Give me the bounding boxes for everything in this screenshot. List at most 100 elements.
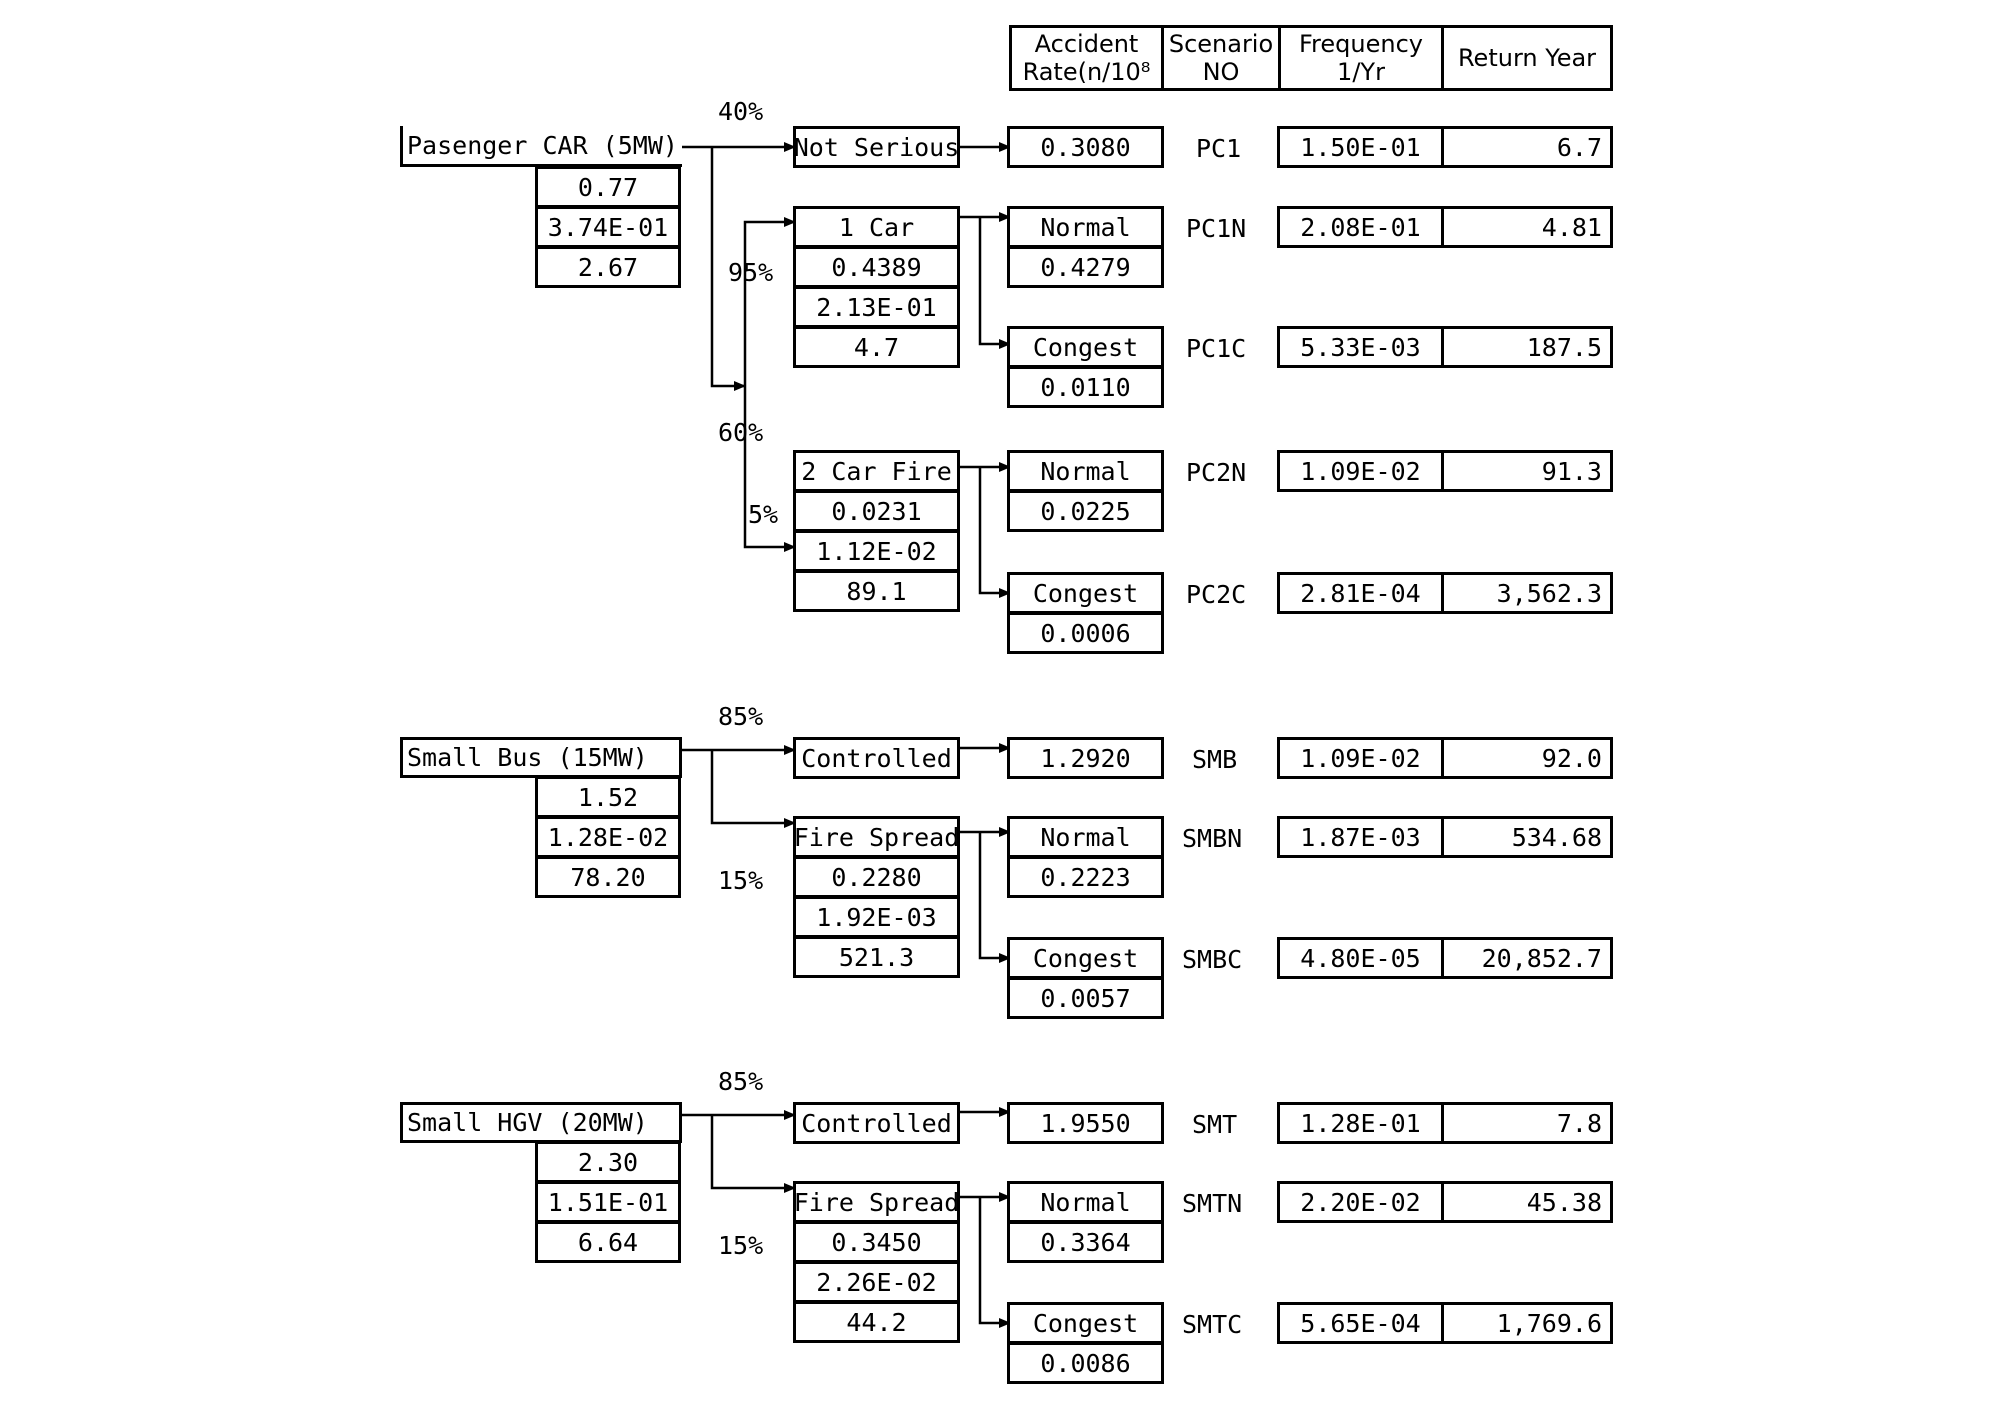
branch-label: Fire Spread — [793, 816, 960, 858]
branch-return: 4.7 — [793, 326, 960, 368]
branch-label: 1 Car — [793, 206, 960, 248]
branch-percent: 85% — [718, 702, 764, 731]
outcome-label: Normal — [1007, 206, 1164, 248]
scenario-return-year: 7.8 — [1441, 1102, 1613, 1144]
source-rate: 1.52 — [535, 776, 681, 818]
branch-percent: 85% — [718, 1067, 764, 1096]
branch-return: 521.3 — [793, 936, 960, 978]
header-accident-rate: Accident Rate(n/10⁸ — [1009, 25, 1164, 91]
connector-smt-fire — [710, 1115, 796, 1193]
branch-rate: 0.3450 — [793, 1221, 960, 1263]
branch-percent: 95% — [728, 258, 774, 287]
branch-label: Not Serious — [793, 126, 960, 168]
source-name: Pasenger CAR (5MW) — [400, 126, 682, 167]
connector-smb-fire — [710, 750, 796, 828]
branch-freq: 1.92E-03 — [793, 896, 960, 938]
scenario-return-year: 6.7 — [1441, 126, 1613, 168]
scenario-return-year: 92.0 — [1441, 737, 1613, 779]
branch-return: 89.1 — [793, 570, 960, 612]
source-freq: 1.28E-02 — [535, 816, 681, 858]
scenario-no: SMBN — [1182, 824, 1243, 853]
source-return: 2.67 — [535, 246, 681, 288]
scenario-frequency: 1.87E-03 — [1277, 816, 1444, 858]
branch-label: Fire Spread — [793, 1181, 960, 1223]
scenario-return-year: 4.81 — [1441, 206, 1613, 248]
source-name: Small HGV (20MW) — [400, 1102, 682, 1143]
header-return-year: Return Year — [1441, 25, 1613, 91]
outcome-label: Normal — [1007, 450, 1164, 492]
connector-pc-1car — [743, 217, 796, 386]
outcome-rate: 0.3364 — [1007, 1221, 1164, 1263]
outcome-rate: 0.4279 — [1007, 246, 1164, 288]
connector-pc2-congest — [978, 467, 1011, 598]
scenario-return-year: 1,769.6 — [1441, 1302, 1613, 1344]
scenario-return-year: 3,562.3 — [1441, 572, 1613, 614]
scenario-frequency: 1.28E-01 — [1277, 1102, 1444, 1144]
branch-label: Controlled — [793, 737, 960, 779]
outcome-rate: 0.0006 — [1007, 612, 1164, 654]
scenario-frequency: 2.20E-02 — [1277, 1181, 1444, 1223]
scenario-no: SMT — [1192, 1110, 1238, 1139]
branch-percent: 5% — [748, 500, 779, 529]
connector-smb-congest — [978, 832, 1011, 963]
source-freq: 3.74E-01 — [535, 206, 681, 248]
header-frequency: Frequency 1/Yr — [1278, 25, 1444, 91]
scenario-no: SMB — [1192, 745, 1238, 774]
branch-percent: 15% — [718, 1231, 764, 1260]
scenario-frequency: 1.09E-02 — [1277, 737, 1444, 779]
outcome-rate: 1.9550 — [1007, 1102, 1164, 1144]
branch-percent: 40% — [718, 97, 764, 126]
scenario-no: PC1C — [1186, 334, 1247, 363]
connector-smt-congest — [978, 1197, 1011, 1328]
branch-return: 44.2 — [793, 1301, 960, 1343]
connector-pc-severe — [710, 147, 746, 391]
connector-pc-2car — [743, 386, 796, 552]
outcome-rate: 0.3080 — [1007, 126, 1164, 168]
scenario-return-year: 91.3 — [1441, 450, 1613, 492]
scenario-no: PC1N — [1186, 214, 1247, 243]
scenario-no: SMTC — [1182, 1310, 1243, 1339]
outcome-label: Congest — [1007, 326, 1164, 368]
source-name: Small Bus (15MW) — [400, 737, 682, 778]
outcome-rate: 0.0057 — [1007, 977, 1164, 1019]
scenario-frequency: 2.81E-04 — [1277, 572, 1444, 614]
outcome-rate: 0.0110 — [1007, 366, 1164, 408]
branch-rate: 0.0231 — [793, 490, 960, 532]
source-rate: 0.77 — [535, 166, 681, 208]
scenario-no: PC2C — [1186, 580, 1247, 609]
outcome-rate: 0.2223 — [1007, 856, 1164, 898]
branch-label: Controlled — [793, 1102, 960, 1144]
branch-freq: 2.13E-01 — [793, 286, 960, 328]
header-scenario-no: Scenario NO — [1161, 25, 1281, 91]
scenario-frequency: 5.65E-04 — [1277, 1302, 1444, 1344]
outcome-rate: 1.2920 — [1007, 737, 1164, 779]
outcome-rate: 0.0225 — [1007, 490, 1164, 532]
scenario-no: SMTN — [1182, 1189, 1243, 1218]
scenario-no: PC2N — [1186, 458, 1247, 487]
branch-percent: 15% — [718, 866, 764, 895]
source-return: 78.20 — [535, 856, 681, 898]
scenario-no: SMBC — [1182, 945, 1243, 974]
source-rate: 2.30 — [535, 1141, 681, 1183]
branch-percent: 60% — [718, 418, 764, 447]
scenario-frequency: 5.33E-03 — [1277, 326, 1444, 368]
scenario-frequency: 4.80E-05 — [1277, 937, 1444, 979]
branch-label: 2 Car Fire — [793, 450, 960, 492]
scenario-frequency: 1.09E-02 — [1277, 450, 1444, 492]
scenario-no: PC1 — [1196, 134, 1242, 163]
outcome-label: Congest — [1007, 572, 1164, 614]
scenario-return-year: 534.68 — [1441, 816, 1613, 858]
branch-rate: 0.2280 — [793, 856, 960, 898]
outcome-label: Congest — [1007, 937, 1164, 979]
scenario-frequency: 2.08E-01 — [1277, 206, 1444, 248]
scenario-frequency: 1.50E-01 — [1277, 126, 1444, 168]
outcome-label: Congest — [1007, 1302, 1164, 1344]
branch-freq: 1.12E-02 — [793, 530, 960, 572]
source-return: 6.64 — [535, 1221, 681, 1263]
scenario-return-year: 187.5 — [1441, 326, 1613, 368]
branch-freq: 2.26E-02 — [793, 1261, 960, 1303]
branch-rate: 0.4389 — [793, 246, 960, 288]
scenario-return-year: 20,852.7 — [1441, 937, 1613, 979]
